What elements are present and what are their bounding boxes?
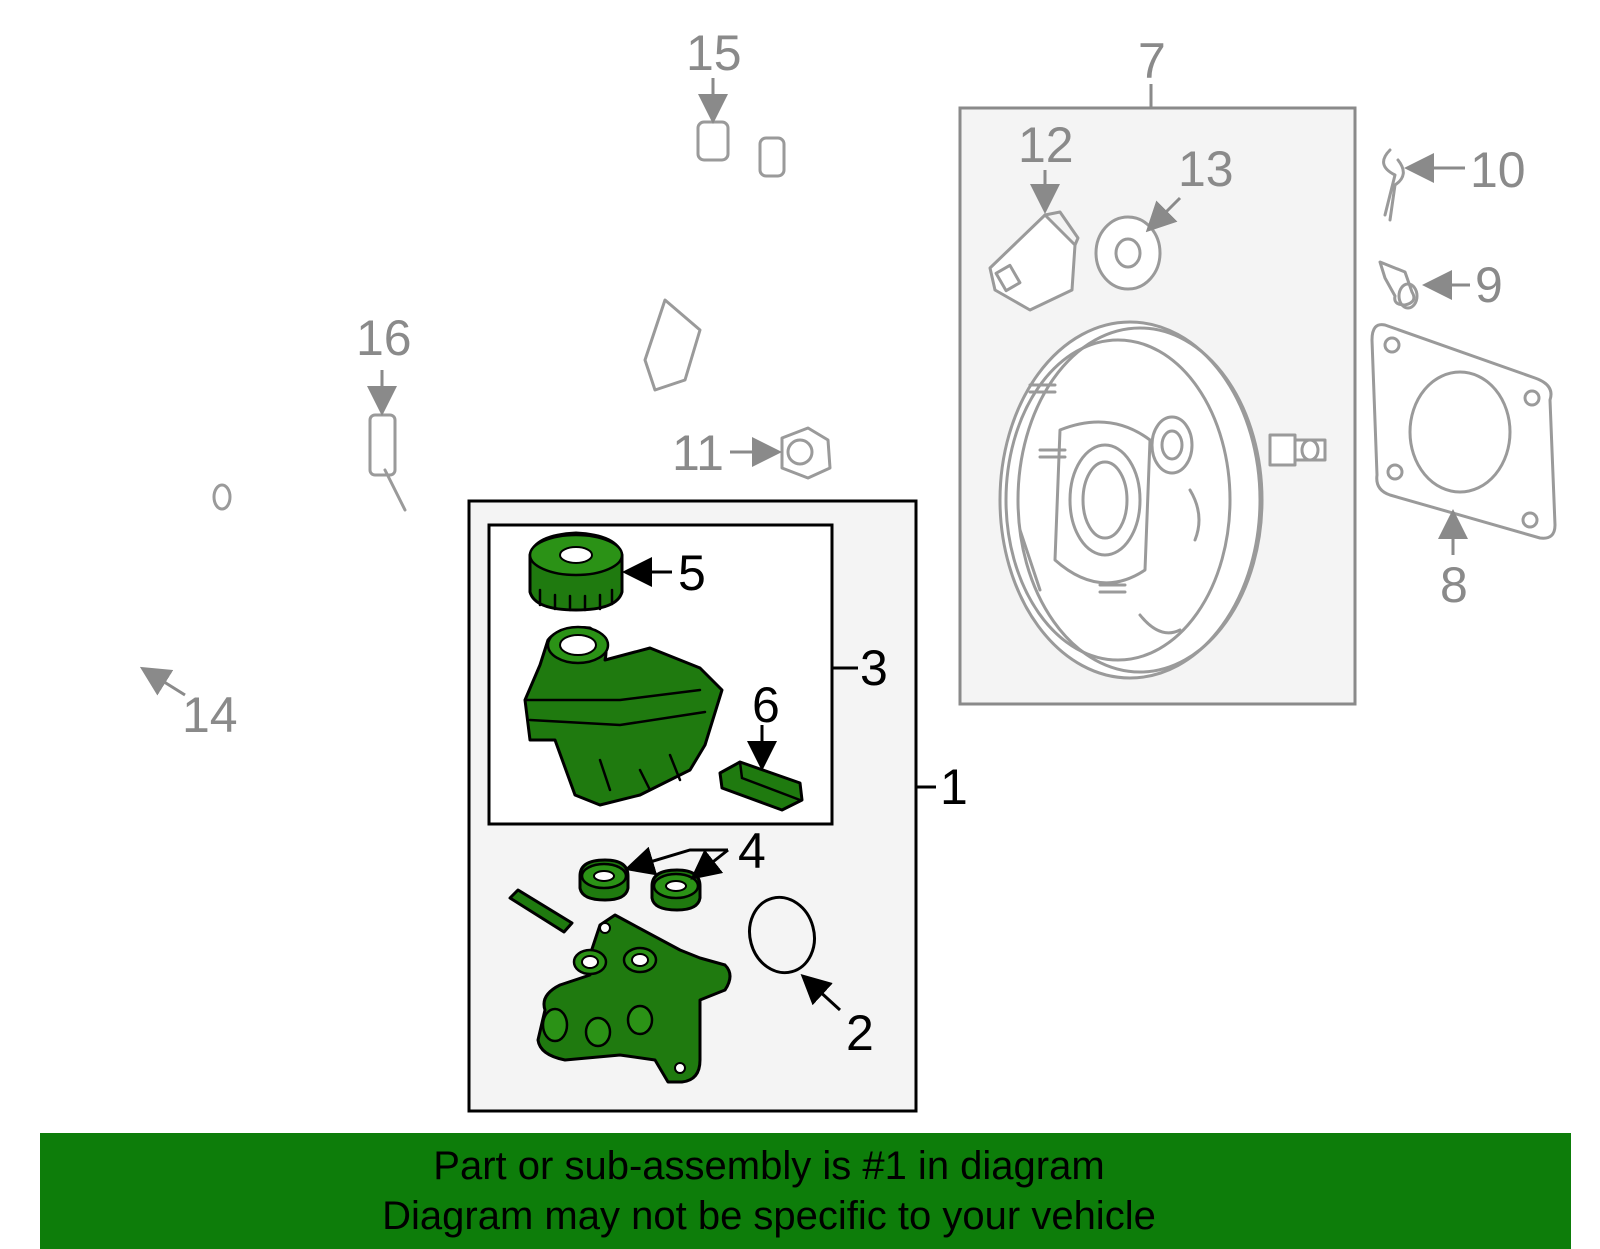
disclaimer-banner: Part or sub-assembly is #1 in diagram Di…: [40, 1133, 1571, 1249]
callout-13: 13: [1178, 141, 1234, 197]
leader-4b: [690, 848, 729, 880]
clevis-pin-icon: [1378, 260, 1419, 310]
leader-14: [139, 666, 186, 697]
callout-5: 5: [678, 545, 706, 601]
vacuum-hose-icon: [512, 109, 923, 386]
reservoir-cap-icon: [528, 531, 624, 612]
grommet-icon: [1094, 215, 1162, 291]
master-cylinder-group: [467, 499, 936, 1113]
callout-15: 15: [686, 25, 742, 81]
fluid-reservoir-icon: [523, 625, 724, 807]
brake-booster-group: [958, 84, 1357, 706]
banner-line-1: Part or sub-assembly is #1 in diagram: [433, 1144, 1105, 1188]
leader-13: [1145, 196, 1182, 233]
reservoir-filter-icon: [718, 760, 804, 812]
callout-9: 9: [1475, 257, 1503, 313]
callout-1: 1: [940, 759, 968, 815]
callout-6: 6: [752, 677, 780, 733]
callout-4: 4: [738, 823, 766, 879]
leader-2: [800, 973, 842, 1012]
callout-3: 3: [860, 640, 888, 696]
hose-icon: [64, 494, 193, 681]
callout-10: 10: [1470, 142, 1526, 198]
master-cylinder-icon: [536, 913, 732, 1084]
callout-12: 12: [1018, 117, 1074, 173]
callout-16: 16: [356, 310, 412, 366]
vacuum-tube-icon: [212, 269, 711, 512]
callout-14: 14: [182, 687, 238, 743]
callout-8: 8: [1440, 557, 1468, 613]
retaining-clip-icon: [1382, 148, 1405, 222]
booster-gasket-icon: [1370, 323, 1557, 540]
banner-line-2: Diagram may not be specific to your vehi…: [382, 1194, 1156, 1238]
brake-booster-icon: [998, 320, 1327, 680]
callout-7: 7: [1138, 33, 1166, 89]
o-ring-icon: [748, 895, 816, 975]
reservoir-grommet-icon: [650, 868, 702, 912]
callout-2: 2: [846, 1005, 874, 1061]
reservoir-grommet-icon: [578, 858, 630, 902]
vacuum-sensor-icon: [988, 210, 1080, 312]
nut-icon: [780, 426, 832, 480]
callout-11: 11: [672, 425, 724, 481]
roll-pin-icon: [508, 888, 574, 934]
